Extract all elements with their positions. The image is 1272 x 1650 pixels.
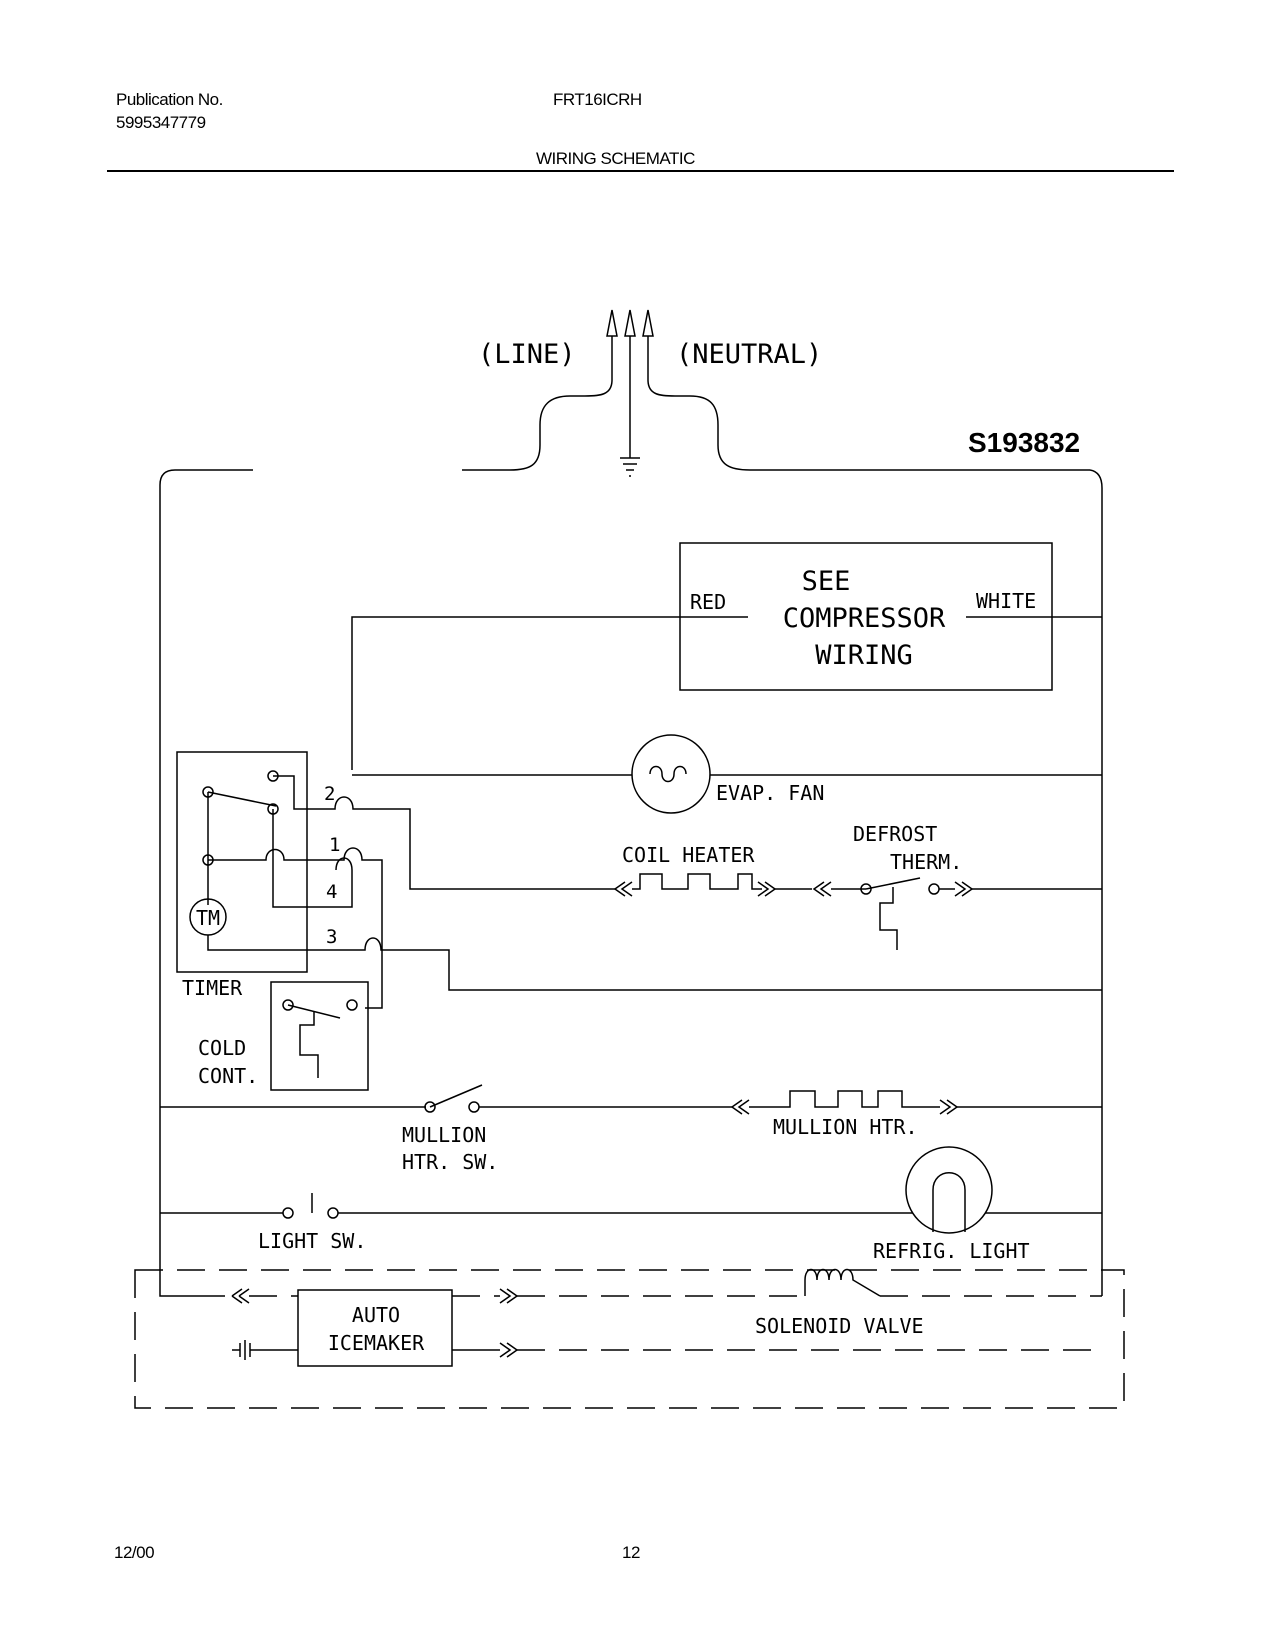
timer-terminal-1: 1 bbox=[329, 834, 340, 856]
icemaker-kit-outline bbox=[134, 1268, 1125, 1409]
drawing-number: S193832 bbox=[968, 427, 1080, 458]
timer-label: TIMER bbox=[182, 976, 243, 1000]
white-wire-label: WHITE bbox=[976, 589, 1036, 613]
icemaker-label-1: AUTO bbox=[352, 1303, 400, 1327]
publication-number: 5995347779 bbox=[116, 113, 206, 132]
mullion-switch-label-1: MULLION bbox=[402, 1123, 486, 1147]
compressor-label: COMPRESSOR bbox=[783, 603, 946, 634]
coil-heater-label: COIL HEATER bbox=[622, 843, 755, 867]
red-wire-label: RED bbox=[690, 590, 726, 614]
compressor-box bbox=[351, 542, 1102, 770]
compressor-see-label: SEE bbox=[802, 566, 851, 597]
evap-fan-motor-symbol bbox=[352, 734, 1102, 814]
solenoid-valve-label: SOLENOID VALVE bbox=[755, 1314, 924, 1338]
icemaker-label-2: ICEMAKER bbox=[328, 1331, 425, 1355]
header-rule bbox=[107, 170, 1174, 172]
publication-label: Publication No. bbox=[116, 90, 223, 109]
refrig-light-label: REFRIG. LIGHT bbox=[873, 1239, 1030, 1263]
neutral-label: (NEUTRAL) bbox=[676, 339, 822, 370]
footer-date: 12/00 bbox=[114, 1543, 155, 1562]
supply-rails bbox=[159, 469, 1103, 1297]
line-label: (LINE) bbox=[478, 339, 576, 370]
timer-terminal-3: 3 bbox=[326, 926, 337, 948]
coil-heater-symbol bbox=[613, 873, 812, 897]
light-switch-label: LIGHT SW. bbox=[258, 1229, 366, 1253]
footer-page-number: 12 bbox=[622, 1543, 640, 1562]
defrost-therm-label-1: DEFROST bbox=[853, 822, 937, 846]
timer-terminal-2: 2 bbox=[324, 783, 335, 805]
compressor-wiring-label: WIRING bbox=[815, 640, 913, 671]
defrost-therm-label-2: THERM. bbox=[890, 850, 962, 874]
cold-control-label-1: COLD bbox=[198, 1036, 246, 1060]
evap-fan-label: EVAP. FAN bbox=[716, 781, 824, 805]
cold-control-box bbox=[270, 981, 369, 1091]
cold-control-label-2: CONT. bbox=[198, 1064, 258, 1088]
light-circuit bbox=[160, 1146, 1102, 1234]
mullion-heater-circuit bbox=[160, 1084, 1102, 1115]
page-title: WIRING SCHEMATIC bbox=[536, 149, 695, 168]
mullion-switch-label-2: HTR. SW. bbox=[402, 1150, 498, 1174]
defrost-circuit-wiring bbox=[307, 796, 1102, 1009]
model-number: FRT16ICRH bbox=[553, 90, 642, 109]
power-plug-symbol bbox=[462, 309, 1090, 477]
timer-terminal-4: 4 bbox=[326, 881, 337, 903]
timer-motor-label: TM bbox=[196, 906, 220, 930]
defrost-thermostat-symbol bbox=[812, 877, 1102, 950]
timer-box bbox=[176, 751, 353, 973]
mullion-heater-label: MULLION HTR. bbox=[773, 1115, 918, 1139]
